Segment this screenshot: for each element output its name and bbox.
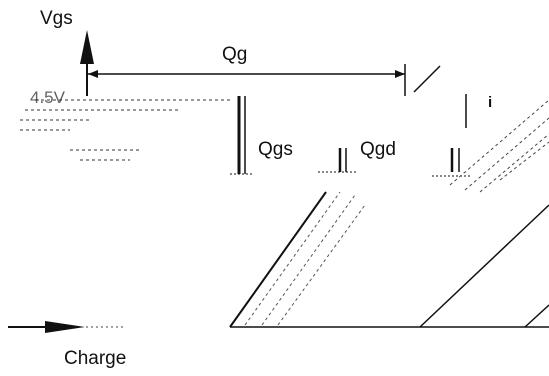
vgs-axis-arrowhead	[80, 30, 94, 64]
qgs-bracket	[230, 96, 252, 175]
charging-ramp	[229, 191, 327, 328]
right-bracket	[432, 148, 470, 177]
qgd-bracket	[318, 148, 356, 173]
wedge-lines	[419, 204, 549, 328]
voltage-label: 4.5V	[30, 88, 66, 107]
ramp-hatch	[244, 191, 366, 326]
upper-right-hatch	[449, 99, 549, 193]
diagonal-tick	[413, 65, 441, 93]
i-label: i	[488, 94, 492, 111]
voltage-level-noise	[20, 99, 230, 161]
qgs-label: Qgs	[258, 139, 293, 160]
charge-label: Charge	[64, 348, 126, 369]
vgs-label: Vgs	[40, 8, 73, 29]
charge-axis	[8, 321, 125, 333]
charge-axis-arrowhead	[45, 321, 85, 333]
qg-dimension	[88, 64, 406, 96]
qg-label: Qg	[222, 44, 247, 65]
vgs-axis	[80, 30, 94, 96]
qgd-label: Qgd	[360, 139, 396, 160]
